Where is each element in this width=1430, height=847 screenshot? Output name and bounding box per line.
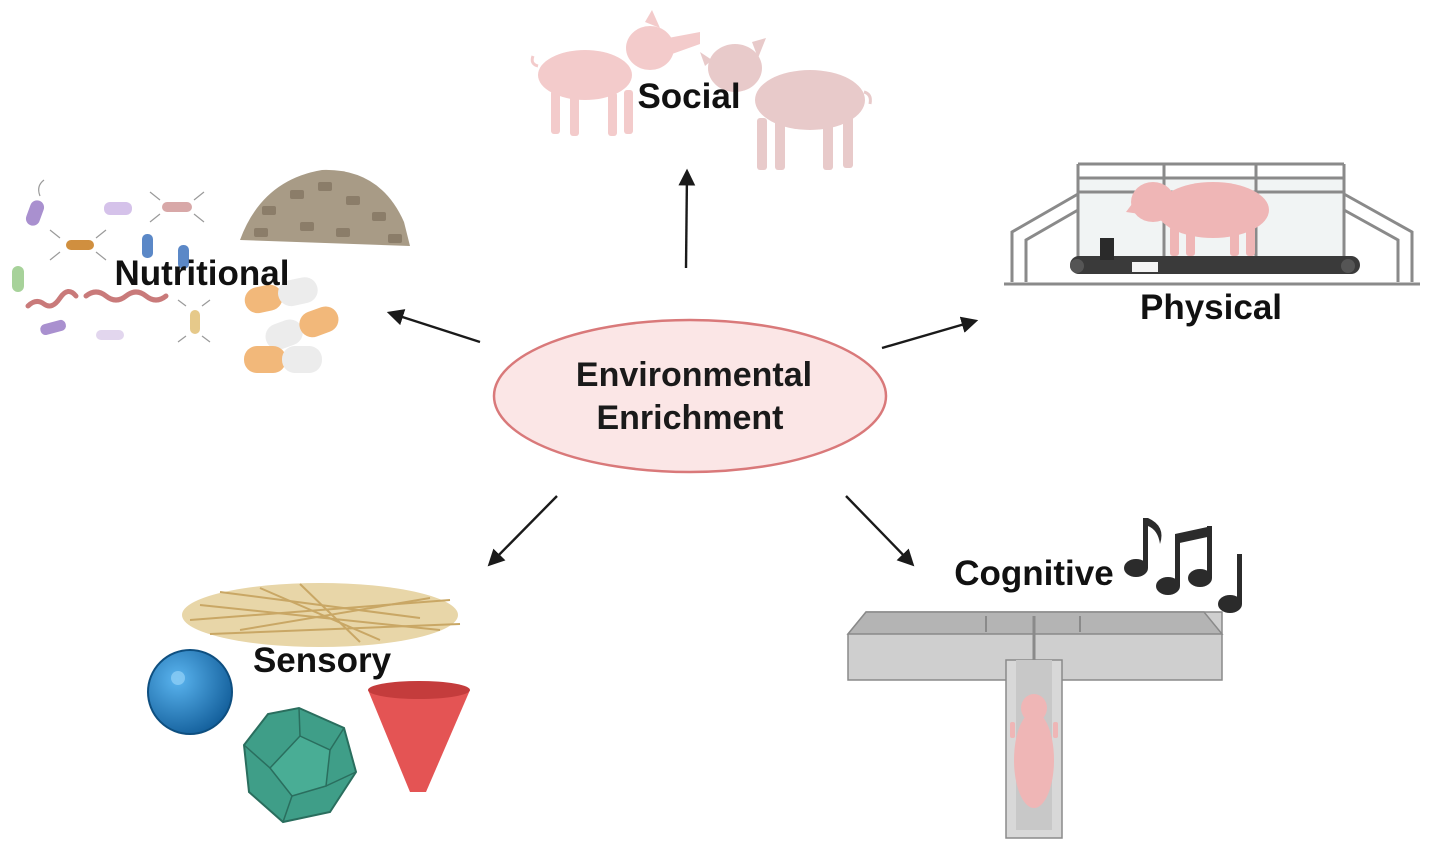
ball-illustration xyxy=(147,649,233,735)
center-title-line2: Enrichment xyxy=(596,399,783,437)
center-ellipse xyxy=(492,318,888,474)
sensory-node: Sensory xyxy=(147,583,470,824)
label-sensory: Sensory xyxy=(253,641,392,680)
arrow-to-cognitive xyxy=(845,495,915,567)
treadmill-illustration xyxy=(1004,162,1420,286)
pig-right-illustration xyxy=(700,38,872,170)
feed-pellets-illustration xyxy=(240,169,410,246)
arrow-to-physical xyxy=(881,316,979,350)
bacteria-illustration xyxy=(12,179,211,343)
label-nutritional: Nutritional xyxy=(115,254,290,293)
straw-nest-illustration xyxy=(182,583,461,647)
music-notes-icon xyxy=(1124,518,1242,613)
label-cognitive: Cognitive xyxy=(954,554,1113,593)
capsules-illustration xyxy=(244,277,339,373)
arrow-to-sensory xyxy=(487,495,558,567)
social-node: Social xyxy=(530,10,872,170)
t-maze-illustration xyxy=(846,611,1224,839)
physical-node: Physical xyxy=(1004,162,1420,327)
dodecahedron-illustration xyxy=(242,706,358,824)
label-physical: Physical xyxy=(1140,288,1282,327)
cognitive-node: Cognitive xyxy=(846,518,1242,839)
pig-left-illustration xyxy=(530,10,700,136)
arrow-to-nutritional xyxy=(386,309,481,344)
arrows xyxy=(386,168,979,567)
nutritional-node: Nutritional xyxy=(12,169,410,373)
label-social: Social xyxy=(637,77,740,116)
center-title-line1: Environmental xyxy=(576,356,812,394)
center-node: Environmental Enrichment xyxy=(492,318,888,474)
maze-pig xyxy=(1010,694,1058,808)
cone-illustration xyxy=(368,681,470,792)
arrow-to-social xyxy=(678,168,696,269)
